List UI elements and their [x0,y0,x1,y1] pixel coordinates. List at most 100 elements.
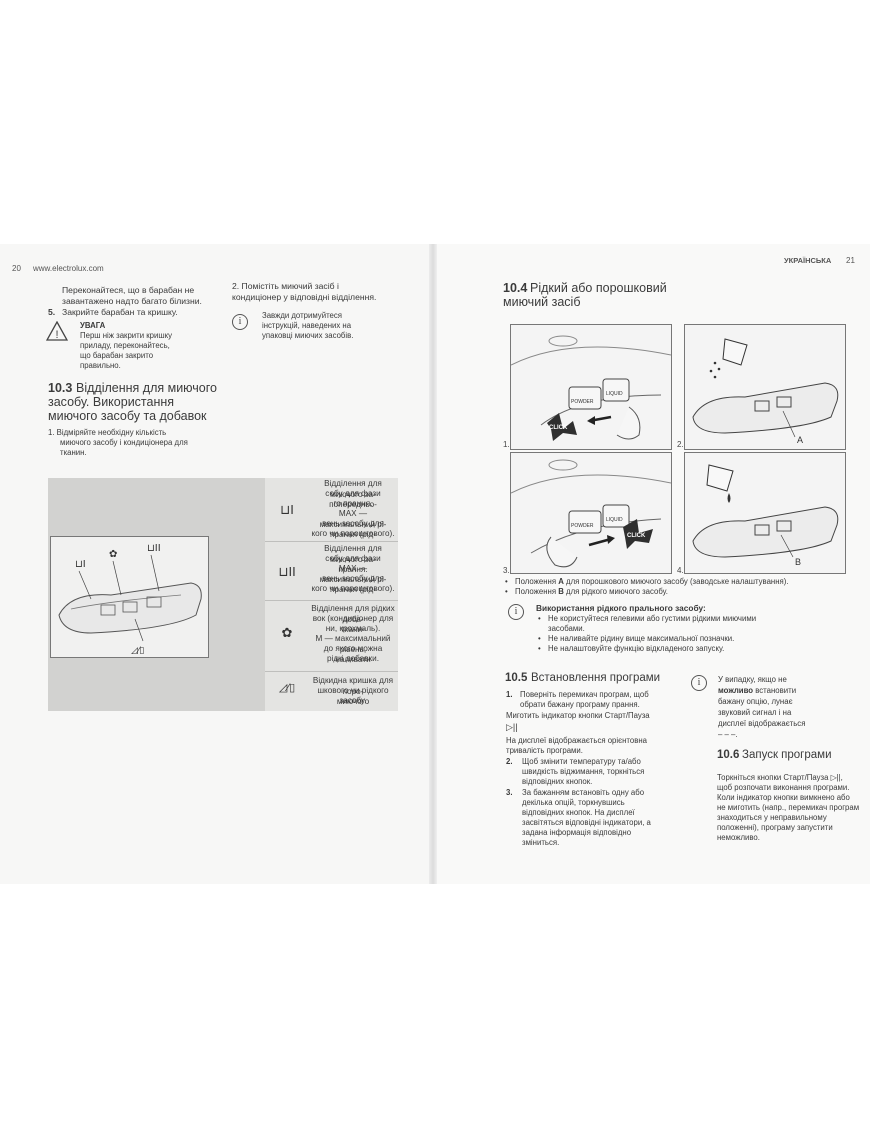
s105-step-3-line-2: декілька опцій, торкнувшись [522,798,625,807]
s106-line-1: Торкніться кнопки Старт/Пауза ▷||, [717,773,843,782]
liquid-label-1: LIQUID [606,391,623,397]
start-pause-icon: ▷|| [506,722,518,732]
row-4-line-3: засобу. [339,696,367,705]
note-line-1: Завжди дотримуйтеся [262,311,343,320]
step-1-line-2: миючого засобу і кондиціонера для [60,438,188,447]
row-2-line-3: MAX — максимальний рі- [319,564,387,584]
row-3-line-6: рідкі добавки. [327,654,379,663]
row-2-line-1: Відділення для миючого за- [324,544,382,564]
list-item: Положення A для порошкового миючого засо… [505,577,845,587]
warning-title: УВАГА [80,321,106,330]
flap-liquid-icon: ◿⁄▯ [278,682,296,694]
row-3-line-1: Відділення для рідких доба- [311,604,395,624]
dispenser-drawing: ⊔I ✿ ⊔II ◿⁄▯ [50,536,209,658]
figure-1-drawing: POWDER LIQUID CLICK [510,335,672,441]
s105-note-line-6: – – –. [718,730,738,739]
svg-text:◿⁄▯: ◿⁄▯ [131,646,144,656]
s105-step-2-line-1: Щоб змінити температуру та/або [522,757,641,766]
s105-step-3-line-4: засвітяться відповідні індикатори, а [522,818,651,827]
info-icon: i [232,314,248,330]
dispenser-table: ⊔I ✿ ⊔II ◿⁄▯ ⊔I Відділення для миючого з… [48,478,398,711]
s106-line-7: неможливо. [717,833,760,842]
section-10-3-number: 10.3 [48,381,73,395]
click-label-2: CLICK [627,533,646,539]
s105-display-line-1: На дисплеї відображається орієнтовна [506,736,648,745]
figure-1: POWDER LIQUID CLICK [510,324,672,450]
section-10-6-title: Запуск програми [742,749,832,761]
s106-line-5: знаходиться у неправильному [717,813,827,822]
warning-triangle-icon: ! [46,321,68,341]
table-text-column [265,478,398,711]
table-row: ⊔II Відділення для миючого за- собу для … [265,542,398,600]
section-10-4-title-1: Рідкий або порошковий [530,281,667,295]
warning-line-3: що барабан закрито [80,351,154,360]
book-gutter [429,244,437,884]
s106-line-6: положенні), програму запустити [717,823,833,832]
powder-label-1: POWDER [571,399,594,405]
s106-line-4: не миготить (напр., перемикач програм [717,803,860,812]
section-10-5-number: 10.5 [505,672,528,684]
row-2-line-4: вень засобу для прання (рід- [322,574,384,594]
section-10-5-title: Встановлення програми [531,672,661,684]
powder-label-2: POWDER [571,523,594,529]
svg-text:!: ! [55,329,58,341]
row-divider [265,541,398,542]
figure-2-drawing: A [692,338,839,445]
row-4-line-1: Відкидна кришка для поро- [312,676,394,696]
row-2-line-5: кого чи порошкового). [311,584,395,593]
s105-note-line-2: можливо встановити [718,686,797,695]
s105-note-line-1: У випадку, якщо не [718,675,787,684]
dispenser-illustration: ⊔I ✿ ⊔II ◿⁄▯ [58,543,202,656]
table-row: ⊔I Відділення для миючого за- собу для ф… [265,478,398,541]
s106-line-2: щоб розпочати виконання програми. [717,783,850,792]
svg-text:⊔I: ⊔I [75,559,86,570]
step-5-text: Закрийте барабан та кришку. [62,307,178,317]
row-3-line-4: M — максимальний рівень, [315,634,391,654]
note-line-3: упаковці миючих засобів. [262,331,354,340]
prewash-compartment-icon: ⊔I [280,502,294,517]
liquid-bullets: Не користуйтеся гелевими або густими рід… [538,614,768,654]
position-bullets: Положення A для порошкового миючого засо… [505,577,845,597]
row-2-line-2: собу для фази прання. [325,554,381,574]
s105-step-3-line-6: зміниться. [522,838,560,847]
intro-line-1: Переконайтеся, що в барабан не [62,285,195,295]
s105-note-line-5: дисплеї відображається [718,719,806,728]
row-1-line-2: собу для фази попередньо- [325,489,381,509]
s105-step-2-line-3: відповідних кнопок. [522,777,593,786]
main-wash-compartment-icon: ⊔II [278,564,296,579]
figure-4-drawing: B [692,464,839,567]
section-10-4-number: 10.4 [503,281,528,295]
row-1-line-5: вень засобу для прання (рід- [322,519,384,539]
figure-2: A [684,324,846,450]
row-1-line-1: Відділення для миючого за- [324,479,382,499]
s105-note-line-3: бажану опцію, лунає [718,697,793,706]
click-label-1: CLICK [549,425,568,431]
row-3-line-3: ни, крохмаль). [325,624,381,633]
section-10-4-title-2: миючий засіб [503,295,581,309]
s105-display-line-2: тривалість програми. [506,746,583,755]
step-2-line-1: 2. Помістіть миючий засіб і [232,281,339,291]
section-10-6-number: 10.6 [717,749,740,761]
warning-line-1: Перш ніж закрити кришку [80,331,172,340]
list-item: Не наливайте рідину вище максимальної по… [538,634,768,644]
list-item: Не налаштовуйте функцію відкладеного зап… [538,644,768,654]
s105-step-3-line-1: За бажанням встановіть одну або [522,788,645,797]
step-1-line-3: тканин. [60,448,87,457]
figure-4: B [684,452,846,574]
flower-additive-icon: ✿ [281,625,293,640]
section-10-3-title-1: Відділення для миючого [76,381,217,395]
site-url: www.electrolux.com [33,264,104,273]
position-b-label: B [795,557,801,567]
figure-3-drawing: POWDER LIQUID CLICK [510,459,672,568]
info-icon: i [691,675,707,691]
s105-step-3-line-3: відповідних кнопок. На дисплеї [522,808,635,817]
position-a-label: A [797,435,803,445]
row-divider [265,671,398,672]
step-1-line-1: 1. Відміряйте необхідну кількість [48,428,167,437]
row-1-line-4: MAX — максимальний рі- [319,509,387,529]
s105-step-3-number: 3. [506,788,513,797]
section-10-3-title-3: миючого засобу та добавок [48,409,207,423]
s105-step-2-number: 2. [506,757,513,766]
row-3-line-5: до якого можна наливати [323,644,383,664]
step-2-line-2: кондиціонер у відповідні відділення. [232,292,377,302]
